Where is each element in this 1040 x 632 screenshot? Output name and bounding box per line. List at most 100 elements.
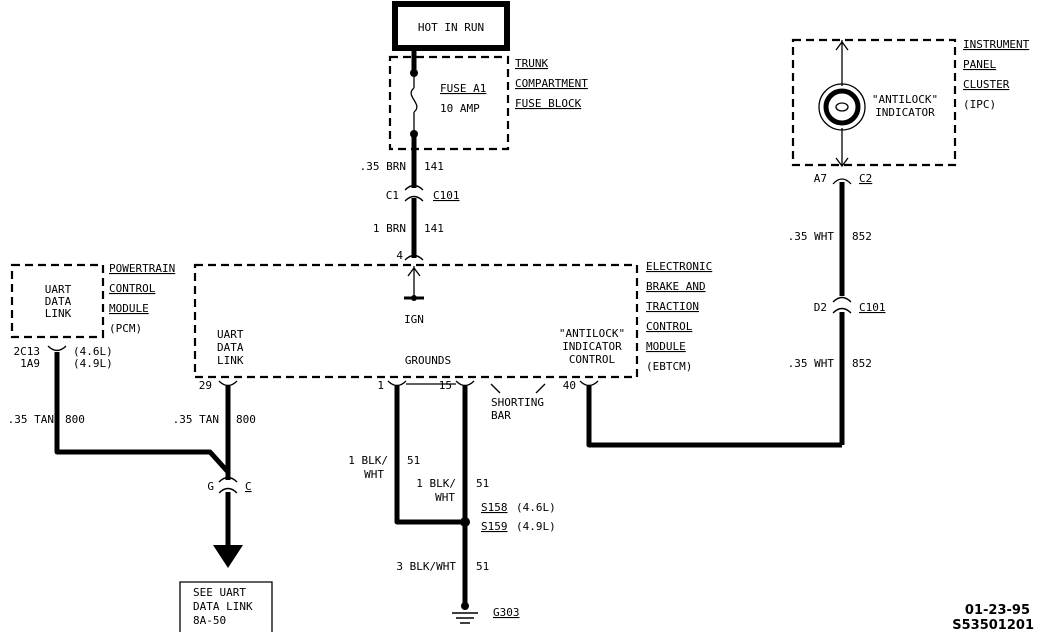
wire-51-right-gauge-line-1: 1 BLK/ <box>416 477 456 490</box>
fuse-block: FUSE A1 10 AMP TRUNK COMPARTMENT FUSE BL… <box>388 48 588 151</box>
pcm-pin-1: 2C13 <box>14 345 41 358</box>
wire-141-upper-gauge: .35 BRN <box>360 160 406 173</box>
connector-c101-top-symbol <box>404 184 424 191</box>
connector-c101-right-symbol <box>832 296 852 303</box>
fuse-rating: 10 AMP <box>440 102 480 115</box>
fuse-block-name-line-3: FUSE BLOCK <box>515 97 582 110</box>
wire-51-right-gauge-line-2: WHT <box>435 491 455 504</box>
ebtcm-uart-line-3: LINK <box>217 354 244 367</box>
ipc-name-line-4: (IPC) <box>963 98 996 111</box>
wire-141-lower-circuit: 141 <box>424 222 444 235</box>
shorting-bar-line-2: BAR <box>491 409 511 422</box>
instrument-panel-cluster: "ANTILOCK" INDICATOR INSTRUMENT PANEL CL… <box>791 38 1030 185</box>
connector-c101-right-name: C101 <box>859 301 886 314</box>
wire-51-left-circuit: 51 <box>407 454 420 467</box>
pcm-inner-line-1: UART <box>45 283 72 296</box>
ebtcm-module: 4 IGN UART DATA LINK GROUNDS "ANTILOCK" … <box>193 249 712 422</box>
splice-s159: S159 <box>481 520 508 533</box>
splice-s158: S158 <box>481 501 508 514</box>
ebtcm-pin-antilock: 40 <box>563 379 576 392</box>
ebtcm-antilock-line-2: INDICATOR <box>562 340 622 353</box>
connector-c101-top-pin: C1 <box>386 189 399 202</box>
wire-141-upper-circuit: 141 <box>424 160 444 173</box>
wire-800-left-circuit: 800 <box>65 413 85 426</box>
pcm-pin-variant-2: (4.9L) <box>73 357 113 370</box>
ipc-name-line-3: CLUSTER <box>963 78 1010 91</box>
ebtcm-antilock-line-1: "ANTILOCK" <box>559 327 625 340</box>
fuse-block-name-line-2: COMPARTMENT <box>515 77 588 90</box>
wire-800-left-gauge: .35 TAN <box>8 413 54 426</box>
ebtcm-antilock-line-3: CONTROL <box>569 353 616 366</box>
connector-c-name: C <box>245 480 252 493</box>
ebtcm-name-line-2: BRAKE AND <box>646 280 706 293</box>
ebtcm-pin-ground-1: 1 <box>377 379 384 392</box>
ebtcm-pin-ign: 4 <box>396 249 403 262</box>
wire-852-upper-circuit: 852 <box>852 230 872 243</box>
wire-800: .35 TAN 800 .35 TAN 800 G C <box>8 352 256 568</box>
ground-icon <box>452 612 478 624</box>
wire-852-lower-gauge: .35 WHT <box>788 357 835 370</box>
wire-852-upper-gauge: .35 WHT <box>788 230 835 243</box>
footer-code: S53501201 <box>952 618 1034 632</box>
ebtcm-pin-uart: 29 <box>199 379 212 392</box>
ebtcm-name-line-1: ELECTRONIC <box>646 260 712 273</box>
pcm-name-line-1: POWERTRAIN <box>109 262 175 275</box>
wire-141-lower-gauge: 1 BRN <box>373 222 406 235</box>
ebtcm-name-line-3: TRACTION <box>646 300 699 313</box>
pcm-pin-variant-1: (4.6L) <box>73 345 113 358</box>
pcm-name-line-2: CONTROL <box>109 282 156 295</box>
ground-name: G303 <box>493 606 520 619</box>
wire-51-left-gauge-line-2: WHT <box>364 468 384 481</box>
wire-800-right-circuit: 800 <box>236 413 256 426</box>
hot-in-run-box: HOT IN RUN <box>392 1 510 51</box>
antilock-indicator-line-2: INDICATOR <box>875 106 935 119</box>
ebtcm-grounds-label: GROUNDS <box>405 354 451 367</box>
wire-51-right-circuit: 51 <box>476 477 489 490</box>
connector-c101-top-name: C101 <box>433 189 460 202</box>
fuse-symbol <box>410 87 418 113</box>
ipc-name-line-1: INSTRUMENT <box>963 38 1030 51</box>
ebtcm-name-line-6: (EBTCM) <box>646 360 692 373</box>
pcm-pin-2: 1A9 <box>20 357 40 370</box>
splice-s158-variant: (4.6L) <box>516 501 556 514</box>
wire-51-lower-circuit: 51 <box>476 560 489 573</box>
ipc-connector: C2 <box>859 172 872 185</box>
powertrain-control-module: UART DATA LINK POWERTRAIN CONTROL MODULE… <box>10 262 175 370</box>
connector-c-pin: G <box>207 480 214 493</box>
splice-dot <box>460 517 470 527</box>
wire-51-lower-gauge: 3 BLK/WHT <box>396 560 456 573</box>
connector-c101-right-pin: D2 <box>814 301 827 314</box>
wire-141: .35 BRN 141 C1 C101 1 BRN 141 <box>360 134 460 258</box>
wire-800-right-gauge: .35 TAN <box>173 413 219 426</box>
ebtcm-pin-ground-2: 15 <box>439 379 452 392</box>
reference-line-2: DATA LINK <box>193 600 253 613</box>
antilock-indicator-line-1: "ANTILOCK" <box>872 93 938 106</box>
shorting-bar-line-1: SHORTING <box>491 396 544 409</box>
hot-in-run-label: HOT IN RUN <box>418 21 484 34</box>
footer-date: 01-23-95 <box>965 603 1030 618</box>
reference-line-3: 8A-50 <box>193 614 226 627</box>
splice-s159-variant: (4.9L) <box>516 520 556 533</box>
wire-51: 1 BLK/ WHT 51 1 BLK/ WHT 51 S158 (4.6L) … <box>348 386 556 624</box>
ebtcm-ign-label: IGN <box>404 313 424 326</box>
ebtcm-uart-line-1: UART <box>217 328 244 341</box>
ebtcm-uart-line-2: DATA <box>217 341 244 354</box>
connector-c-symbol <box>218 476 238 483</box>
wire-51-left-gauge-line-1: 1 BLK/ <box>348 454 388 467</box>
wire-852: .35 WHT 852 D2 C101 .35 WHT 852 <box>586 182 886 448</box>
reference-line-1: SEE UART <box>193 586 246 599</box>
wire-852-lower-circuit: 852 <box>852 357 872 370</box>
arrow-down-icon <box>213 545 243 568</box>
fuse-name: FUSE A1 <box>440 82 486 95</box>
reference-box: SEE UART DATA LINK 8A-50 <box>179 581 273 632</box>
fuse-block-name-line-1: TRUNK <box>515 57 548 70</box>
ipc-name-line-2: PANEL <box>963 58 996 71</box>
pcm-name-line-3: MODULE <box>109 302 149 315</box>
ebtcm-name-line-4: CONTROL <box>646 320 693 333</box>
ebtcm-name-line-5: MODULE <box>646 340 686 353</box>
pcm-name-line-4: (PCM) <box>109 322 142 335</box>
ipc-pin: A7 <box>814 172 827 185</box>
pcm-inner-line-3: LINK <box>45 307 72 320</box>
pcm-inner-line-2: DATA <box>45 295 72 308</box>
